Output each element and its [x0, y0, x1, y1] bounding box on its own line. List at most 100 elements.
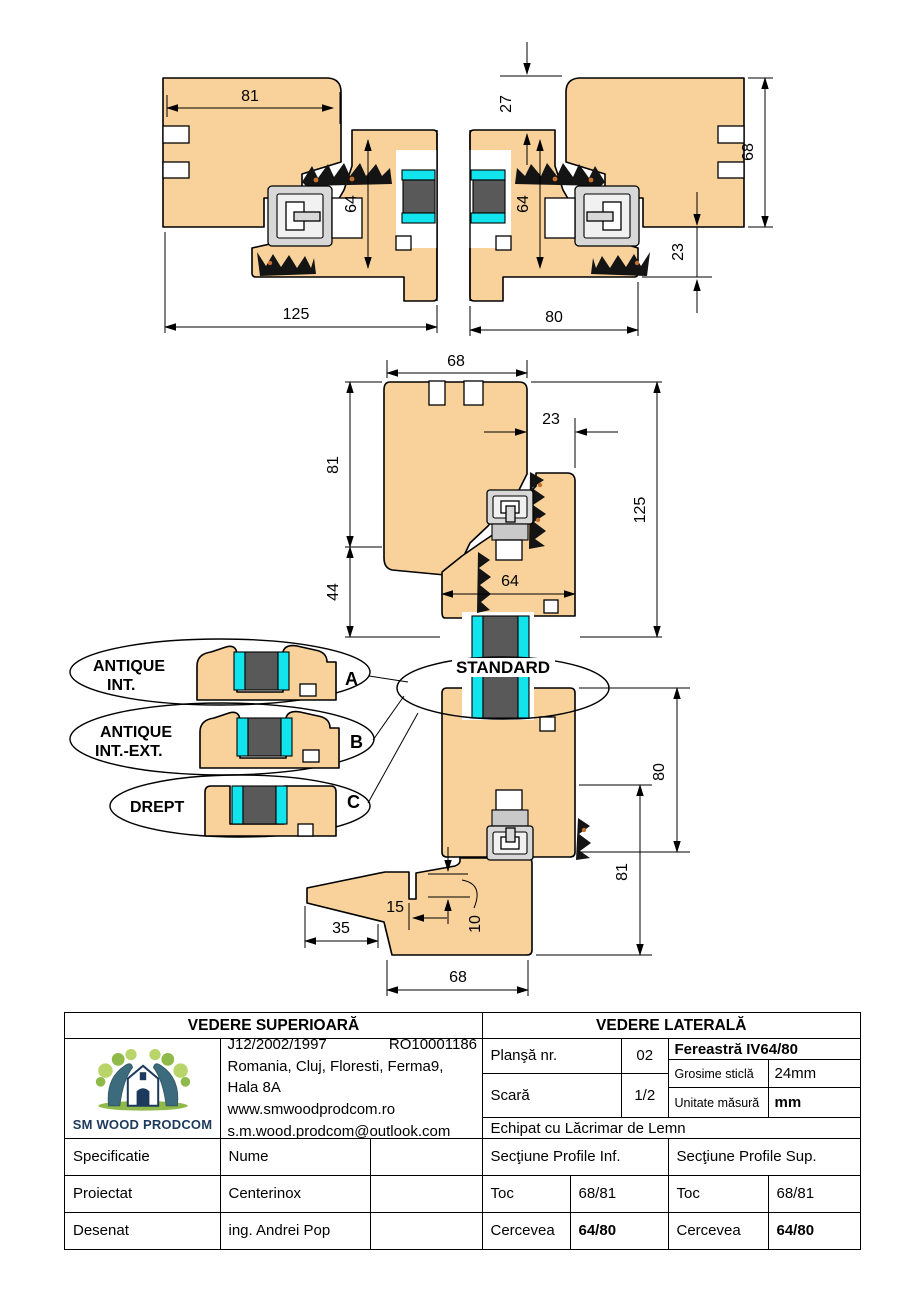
glazing-gasket: [236, 717, 249, 757]
empty-cell: [369, 1174, 483, 1213]
echipat-cell: Echipat cu Lăcrimar de Lemn: [481, 1117, 861, 1139]
weatherstrip: [591, 252, 650, 276]
logo-door: [136, 1087, 149, 1106]
cercevea-label-cell-inf: Cercevea: [481, 1211, 571, 1250]
proiectat-label-cell: Proiectat: [64, 1174, 221, 1213]
logo-foliage: [124, 1048, 137, 1060]
cercevea-label: Cercevea: [676, 1222, 741, 1240]
unitate-label: Unitate măsură: [674, 1095, 760, 1110]
scara-value: 1/2: [634, 1087, 656, 1104]
unitate-label-cell: Unitate măsură: [667, 1087, 769, 1119]
company-email: s.m.wood.prodcom@outlook.com: [227, 1122, 451, 1139]
plansa-value: 02: [636, 1047, 654, 1065]
sectiune-inf-cell: Secţiune Profile Inf.: [481, 1137, 669, 1176]
glazing-gasket: [470, 212, 506, 224]
sectiune-inf-label: Secţiune Profile Inf.: [490, 1148, 621, 1166]
grosime-label: Grosime sticlă: [674, 1066, 754, 1081]
logo-window: [139, 1071, 146, 1080]
plansa-label-cell: Planşă nr.: [481, 1037, 622, 1074]
dim-81-top-left: 81: [241, 88, 259, 105]
sash-notch: [495, 235, 512, 251]
glazing-gasket: [280, 717, 293, 757]
glass-spacer: [402, 179, 436, 214]
leader-line: [372, 695, 405, 741]
dim-64-side: 64: [501, 573, 519, 590]
cercevea-value-cell-inf: 64/80: [569, 1211, 669, 1250]
logo-cell: SM WOOD PRODCOM: [64, 1037, 221, 1139]
title-header-left: VEDERE SUPERIOARĂ: [64, 1012, 483, 1039]
cercevea-value-cell-sup: 64/80: [767, 1211, 861, 1250]
dim-80-side: 80: [651, 763, 668, 781]
logo-foliage: [111, 1052, 125, 1066]
glass-spacer: [247, 717, 282, 757]
label-backing: [452, 658, 555, 677]
desenat-label-cell: Desenat: [64, 1211, 221, 1250]
logo-foliage: [180, 1076, 190, 1087]
glazing-gasket: [470, 169, 506, 181]
header-left-label: VEDERE SUPERIOARĂ: [187, 1016, 360, 1034]
glazing-gasket: [233, 651, 246, 691]
bead-notch: [297, 823, 314, 837]
espagnolette-hardware-upper: [486, 489, 534, 561]
ext-line: [428, 873, 470, 898]
weatherstrip-fleck: [535, 517, 541, 523]
dim-68-right: 68: [740, 143, 757, 161]
toc-label-cell-sup: Toc: [667, 1174, 769, 1213]
toc-label-cell-inf: Toc: [481, 1174, 571, 1213]
dim-125: 125: [283, 306, 310, 323]
weatherstrip-fleck: [581, 827, 587, 833]
dim-35: 35: [332, 920, 350, 937]
grosime-value: 24mm: [774, 1065, 817, 1083]
dim-125-side: 125: [632, 497, 649, 524]
toc-value: 68/81: [578, 1185, 617, 1203]
weatherstrip: [477, 552, 491, 613]
sectiune-sup-cell: Secţiune Profile Sup.: [667, 1137, 861, 1176]
ext-line: [579, 687, 690, 853]
empty-cell: [369, 1211, 483, 1250]
sash-notch: [543, 599, 559, 614]
logo-tree-trunk: [107, 1063, 133, 1106]
callout-c-label: DREPT: [130, 799, 184, 816]
glazing-gasket: [275, 785, 288, 825]
weatherstrip-fleck: [313, 177, 319, 183]
frame-bottom-rail-sill: [306, 857, 533, 956]
logo-text: SM WOOD PRODCOM: [72, 1116, 213, 1132]
unitate-value-cell: mm: [767, 1087, 861, 1119]
dim-15: 15: [386, 899, 404, 916]
weatherstrip-fleck: [349, 176, 355, 182]
weatherstrip-fleck: [552, 176, 558, 182]
toc-label: Toc: [490, 1185, 514, 1203]
logo-house: [126, 1064, 159, 1107]
weatherstrip-fleck: [588, 177, 594, 183]
leader-line: [367, 712, 419, 804]
spec-label: Specificatie: [73, 1148, 150, 1166]
desenat-value: ing. Andrei Pop: [228, 1222, 331, 1240]
bead-notch: [299, 683, 317, 697]
dim-68-side-bottom: 68: [449, 969, 467, 986]
leader-line: [368, 675, 409, 683]
company-logo: [95, 1048, 190, 1111]
ext-line: [642, 227, 712, 278]
company-info-cell: J12/2002/1997 RO10001186 Romania, Cluj, …: [219, 1037, 483, 1139]
top-view-right-assembly: 27 64 68 23 80: [468, 42, 773, 336]
callout-antique-int: ANTIQUE INT. A: [69, 638, 371, 706]
nume-cell: Nume: [219, 1137, 371, 1176]
dim-44: 44: [325, 583, 342, 601]
glass-spacer: [242, 785, 277, 825]
echipat-label: Echipat cu Lăcrimar de Lemn: [490, 1119, 686, 1137]
callout-bubbles: ANTIQUE INT. A ANTIQUE INT.-EXT. B DREPT…: [69, 638, 610, 838]
weatherstrip-fleck: [634, 260, 640, 266]
toc-value-cell-sup: 68/81: [767, 1174, 861, 1213]
weatherstrip: [576, 818, 591, 860]
cercevea-label-cell-sup: Cercevea: [667, 1211, 769, 1250]
cercevea-value: 64/80: [578, 1222, 617, 1240]
dim-10: 10: [467, 915, 484, 933]
sash-notch: [395, 235, 412, 251]
company-address: Romania, Cluj, Floresti, Ferma9, Hala 8A: [227, 1057, 444, 1097]
callout-c-letter: C: [347, 792, 360, 812]
spec-cell: Specificatie: [64, 1137, 221, 1176]
leader-arc: [461, 879, 478, 909]
logo-foliage: [172, 1063, 188, 1078]
sectiune-sup-label: Secţiune Profile Sup.: [676, 1148, 817, 1166]
scara-label: Scară: [490, 1087, 530, 1104]
